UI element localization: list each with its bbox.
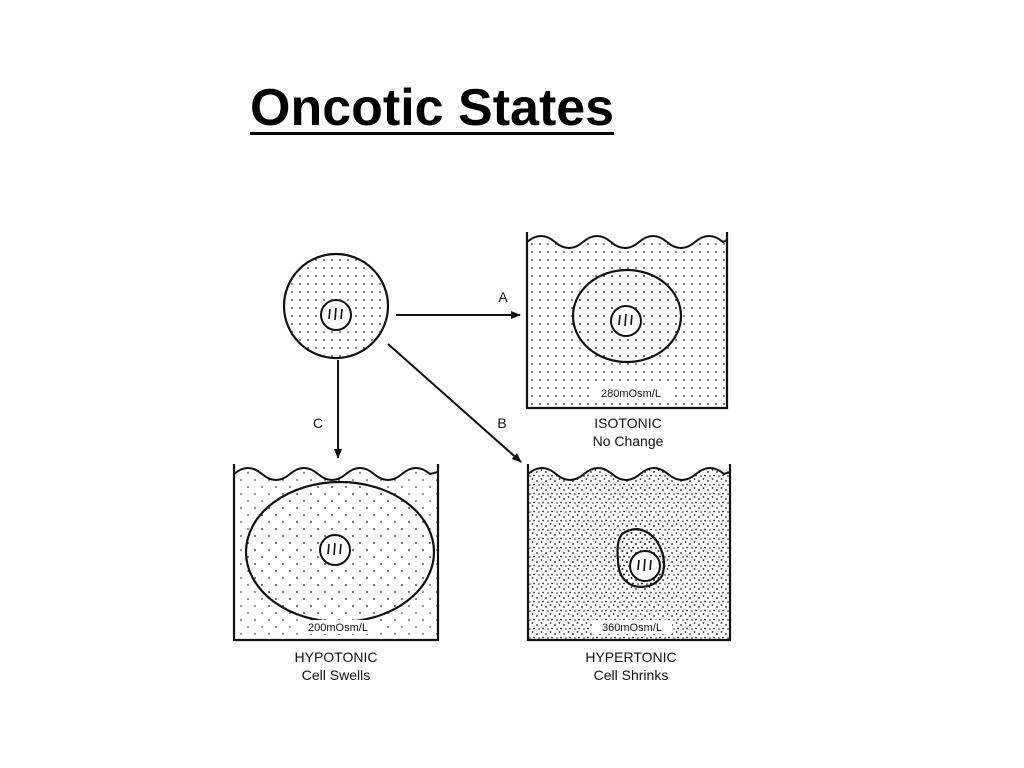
- arrow-c-label: C: [313, 415, 323, 431]
- hypertonic-effect: Cell Shrinks: [594, 667, 669, 683]
- source-cell: [282, 252, 390, 360]
- isotonic-label: ISOTONIC: [594, 415, 661, 431]
- hypertonic-beaker: 360mOsm/L: [526, 464, 732, 642]
- hypertonic-label: HYPERTONIC: [585, 649, 676, 665]
- arrow-a-label: A: [498, 289, 508, 305]
- hypotonic-label: HYPOTONIC: [295, 649, 378, 665]
- hypertonic-concentration: 360mOsm/L: [602, 622, 662, 634]
- hypotonic-concentration: 200mOsm/L: [308, 622, 368, 634]
- isotonic-concentration: 280mOsm/L: [601, 388, 661, 400]
- arrow-b: [387, 343, 522, 463]
- hypotonic-effect: Cell Swells: [302, 667, 370, 683]
- hypotonic-beaker: 200mOsm/L: [232, 464, 440, 642]
- arrow-b-label: B: [497, 415, 506, 431]
- slide-title: Oncotic States: [250, 79, 615, 137]
- isotonic-effect: No Change: [593, 433, 664, 449]
- isotonic-beaker: 280mOsm/L: [525, 232, 729, 410]
